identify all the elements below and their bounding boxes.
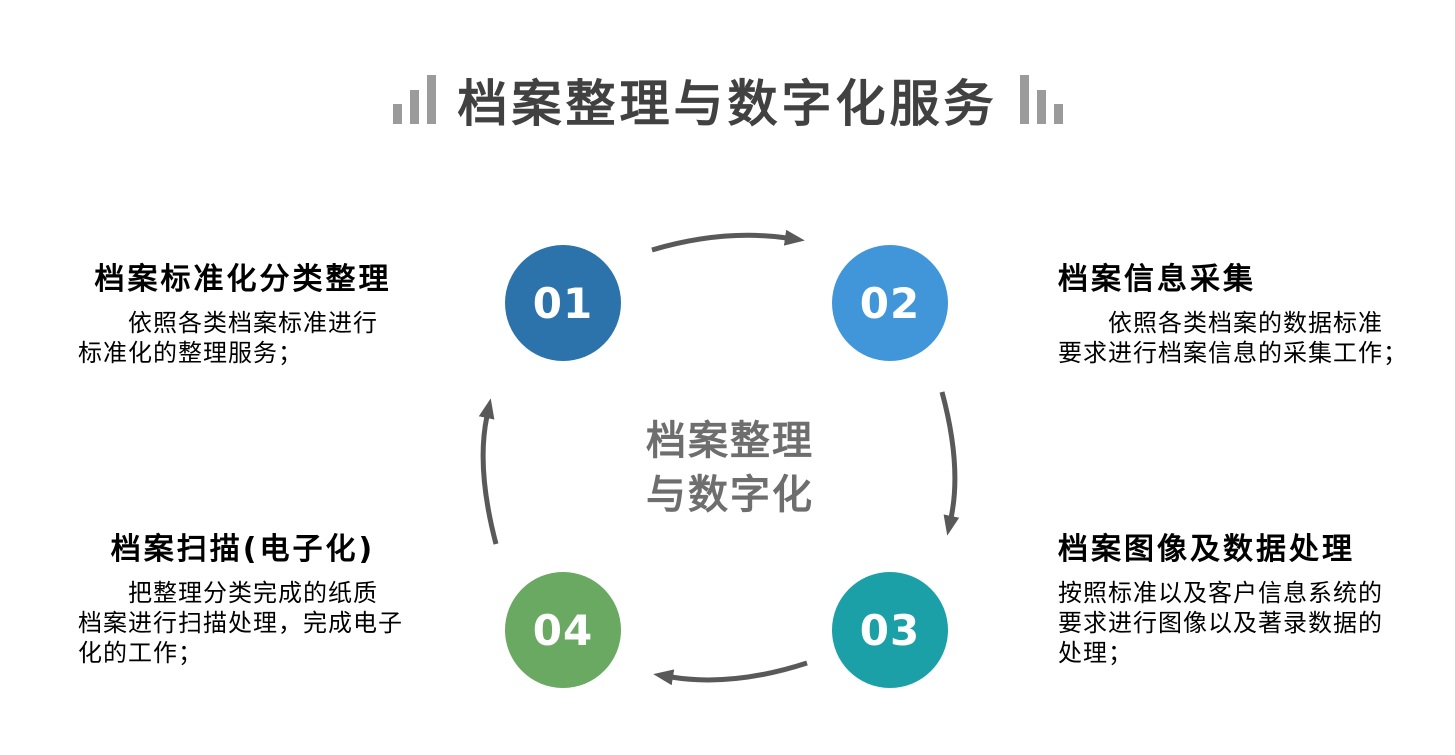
page-title: 档案整理与数字化服务: [457, 75, 998, 133]
step-text-03: 档案图像及数据处理 按照标准以及客户信息系统的 要求进行图像以及著录数据的 处理…: [1058, 532, 1418, 668]
step-desc-line: 化的工作；: [78, 639, 203, 667]
step-desc-line: 标准化的整理服务；: [78, 339, 303, 367]
step-number-02: 02: [859, 278, 921, 328]
step-desc-line: 依照各类档案的数据标准: [1058, 309, 1383, 337]
bar: [392, 104, 402, 124]
step-desc-line: 档案进行扫描处理，完成电子: [78, 609, 403, 637]
bar: [426, 75, 436, 124]
step-desc-line: 处理；: [1058, 639, 1133, 667]
step-desc-line: 要求进行档案信息的采集工作；: [1058, 339, 1408, 367]
bars-descending-icon: [1019, 75, 1063, 124]
header: 档案整理与数字化服务: [0, 74, 1455, 134]
arrow-04-to-01-icon: [478, 398, 499, 545]
step-title-02: 档案信息采集: [1058, 262, 1256, 297]
arrow-03-to-04-icon: [653, 660, 808, 686]
step-number-04: 04: [532, 605, 594, 655]
cycle-center-line2: 与数字化: [646, 472, 814, 518]
step-circle-01: 01: [505, 245, 621, 361]
step-number-01: 01: [532, 278, 594, 328]
step-desc-line: 把整理分类完成的纸质: [78, 579, 378, 607]
step-circle-04: 04: [505, 572, 621, 688]
step-circle-02: 02: [832, 245, 948, 361]
step-title-03: 档案图像及数据处理: [1058, 532, 1355, 567]
step-number-03: 03: [859, 605, 921, 655]
bar: [1036, 90, 1046, 124]
bar: [1053, 104, 1063, 124]
step-title-01: 档案标准化分类整理: [94, 262, 392, 297]
cycle-center-line1: 档案整理: [646, 418, 814, 464]
cycle-center-label: 档案整理 与数字化: [618, 414, 842, 522]
step-desc-line: 按照标准以及客户信息系统的: [1058, 579, 1383, 607]
bars-ascending-icon: [392, 75, 436, 124]
step-text-02: 档案信息采集 依照各类档案的数据标准 要求进行档案信息的采集工作；: [1058, 262, 1418, 368]
step-text-04: 档案扫描(电子化) 把整理分类完成的纸质 档案进行扫描处理，完成电子 化的工作；: [78, 532, 408, 668]
step-text-01: 档案标准化分类整理 依照各类档案标准进行 标准化的整理服务；: [78, 262, 408, 368]
bar: [409, 90, 419, 124]
bar: [1019, 75, 1029, 124]
step-desc-line: 依照各类档案标准进行: [78, 309, 378, 337]
arrow-02-to-03-icon: [939, 391, 960, 536]
arrow-01-to-02-icon: [651, 229, 805, 253]
step-circle-03: 03: [832, 572, 948, 688]
step-title-04: 档案扫描(电子化): [110, 532, 376, 567]
step-desc-line: 要求进行图像以及著录数据的: [1058, 609, 1383, 637]
